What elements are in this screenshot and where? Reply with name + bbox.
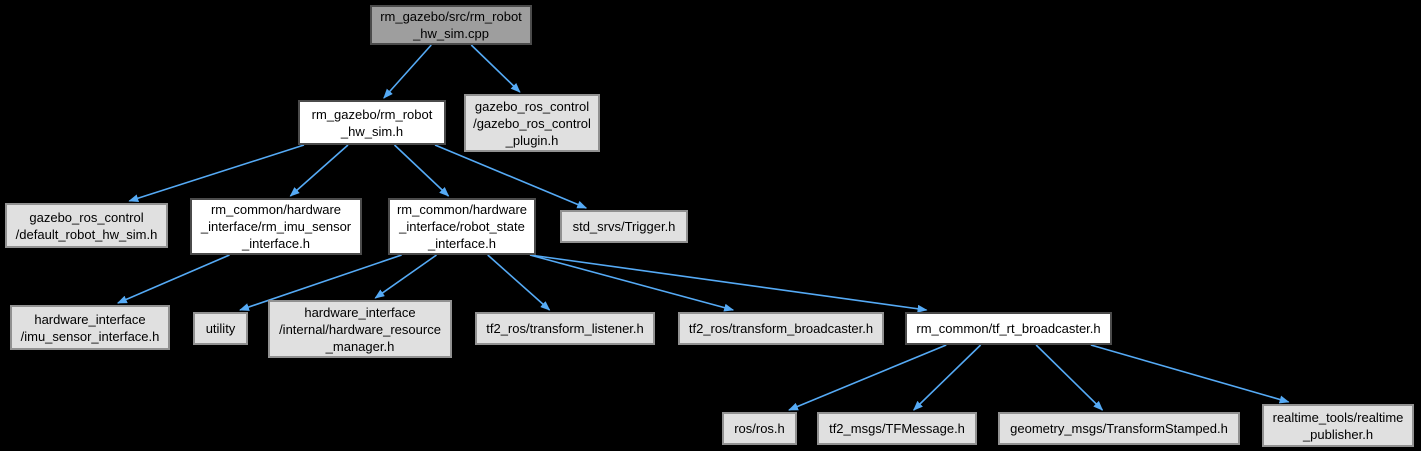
edge-rm_imu-imu_iface — [116, 254, 230, 304]
node-robot_state[interactable]: rm_common/hardware _interface/robot_stat… — [388, 198, 536, 255]
node-rt_pub: realtime_tools/realtime _publisher.h — [1262, 404, 1414, 447]
edge-hw_sim_h-robot_state — [393, 144, 450, 197]
node-rm_imu[interactable]: rm_common/hardware _interface/rm_imu_sen… — [190, 198, 362, 255]
edge-tf_rt-ros — [788, 344, 947, 411]
edge-robot_state-tf_listener — [487, 254, 551, 311]
node-tfmsg: tf2_msgs/TFMessage.h — [817, 412, 977, 445]
edge-robot_state-tf_broadcaster — [529, 254, 735, 312]
edge-robot_state-tf_rt — [529, 254, 928, 313]
node-utility: utility — [193, 312, 248, 345]
node-imu_iface: hardware_interface /imu_sensor_interface… — [10, 305, 170, 350]
edge-robot_state-hrm — [374, 254, 437, 299]
node-hw_sim_h[interactable]: rm_gazebo/rm_robot _hw_sim.h — [298, 100, 446, 145]
edge-hw_sim_h-default_sim — [128, 144, 305, 203]
node-tf_listener: tf2_ros/transform_listener.h — [475, 312, 655, 345]
edge-hw_sim_h-rm_imu — [289, 144, 349, 197]
node-tf_rt[interactable]: rm_common/tf_rt_broadcaster.h — [905, 312, 1112, 345]
edge-cpp-plugin — [470, 44, 521, 93]
node-default_sim: gazebo_ros_control /default_robot_hw_sim… — [5, 203, 168, 248]
node-trigger: std_srvs/Trigger.h — [560, 210, 688, 243]
node-hrm: hardware_interface /internal/hardware_re… — [268, 300, 452, 358]
edge-cpp-hw_sim_h — [383, 44, 432, 99]
edge-tf_rt-geomsg — [1035, 344, 1104, 411]
edge-tf_rt-tfmsg — [913, 344, 982, 411]
node-ros: ros/ros.h — [722, 412, 797, 445]
node-geomsg: geometry_msgs/TransformStamped.h — [998, 412, 1240, 445]
node-plugin: gazebo_ros_control /gazebo_ros_control _… — [464, 94, 600, 152]
edge-tf_rt-rt_pub — [1090, 344, 1290, 404]
node-tf_broadcaster: tf2_ros/transform_broadcaster.h — [678, 312, 884, 345]
node-cpp: rm_gazebo/src/rm_robot _hw_sim.cpp — [370, 5, 532, 45]
